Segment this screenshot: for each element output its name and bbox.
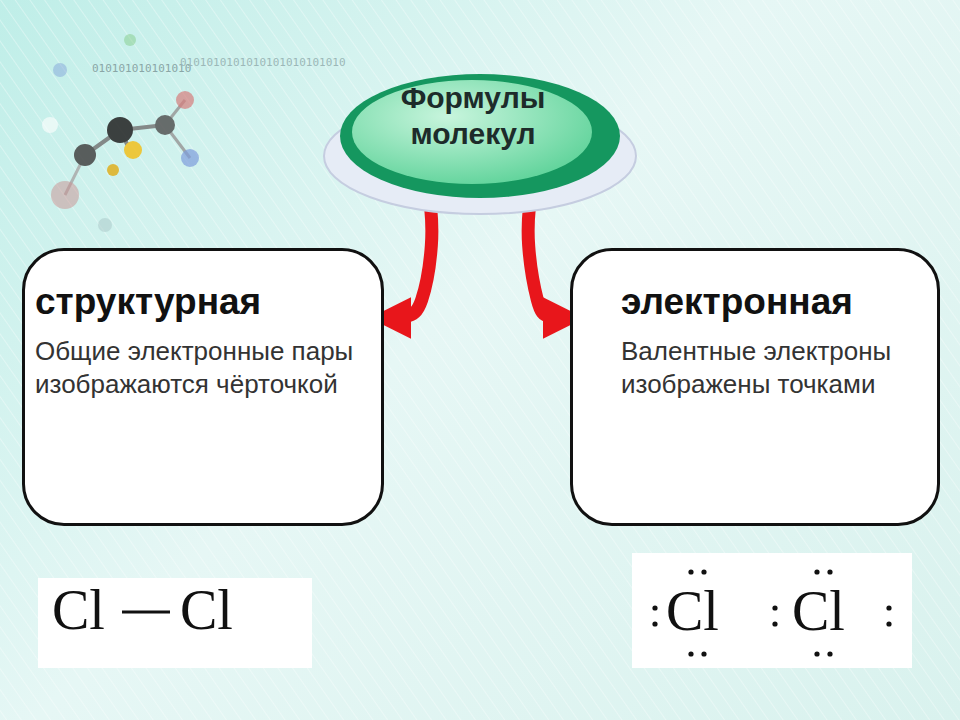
binary-watermark: 010101010101010 [92, 62, 191, 75]
formula-panel [38, 578, 312, 668]
node-body: Общие электронные пары изображаются чёрт… [35, 335, 367, 402]
node-title: структурная [35, 281, 367, 323]
node-body: Валентные электроны изображены точками [621, 335, 923, 402]
category-box: электроннаяВалентные электроны изображен… [570, 248, 940, 526]
atom-symbol: Cl [792, 579, 845, 643]
bond-dash [122, 611, 170, 614]
node-title: электронная [621, 281, 923, 323]
electron-dots [652, 569, 891, 656]
curved-arrow [528, 201, 576, 318]
atom-symbol: Cl [180, 578, 233, 642]
binary-watermark: 0101010101010101010101010 [180, 56, 346, 69]
title-button: Формулы молекул [322, 68, 638, 218]
category-box: структурнаяОбщие электронные пары изобра… [22, 248, 384, 526]
atom-symbol: Cl [666, 579, 719, 643]
node-title: Формулы молекул [373, 80, 573, 152]
formula-panel [632, 553, 912, 668]
curved-arrow [378, 201, 432, 318]
molecule-illustration [42, 34, 199, 232]
atom-symbol: Cl [52, 578, 105, 642]
